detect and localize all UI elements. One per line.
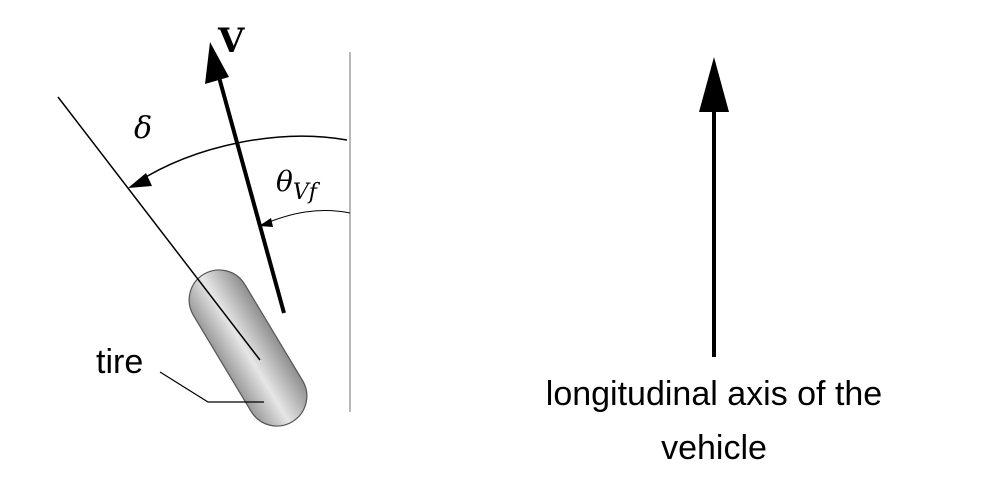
slip-angle-arc bbox=[261, 209, 351, 226]
velocity-label: V bbox=[217, 21, 245, 61]
tire-leader-line bbox=[159, 371, 264, 403]
velocity-vector-shaft bbox=[215, 69, 286, 314]
tire-heading-line bbox=[57, 96, 261, 361]
velocity-vector-arrowhead bbox=[205, 42, 229, 84]
tire-label: tire bbox=[96, 343, 143, 381]
steer-angle-arrowhead bbox=[128, 173, 152, 188]
steer-angle-label: δ bbox=[134, 111, 152, 146]
slip-angle-label: θVf bbox=[276, 165, 321, 205]
slip-angle-symbol: θ bbox=[276, 165, 293, 198]
slip-angle-subscript: Vf bbox=[293, 180, 321, 205]
tire-shape bbox=[188, 269, 308, 427]
steer-angle-arc bbox=[135, 135, 348, 184]
axis-label-line2: vehicle bbox=[661, 429, 767, 467]
axis-label-line1: longitudinal axis of the bbox=[546, 375, 882, 413]
longitudinal-axis-arrowhead bbox=[699, 57, 729, 112]
slip-angle-arrowhead bbox=[259, 218, 273, 227]
